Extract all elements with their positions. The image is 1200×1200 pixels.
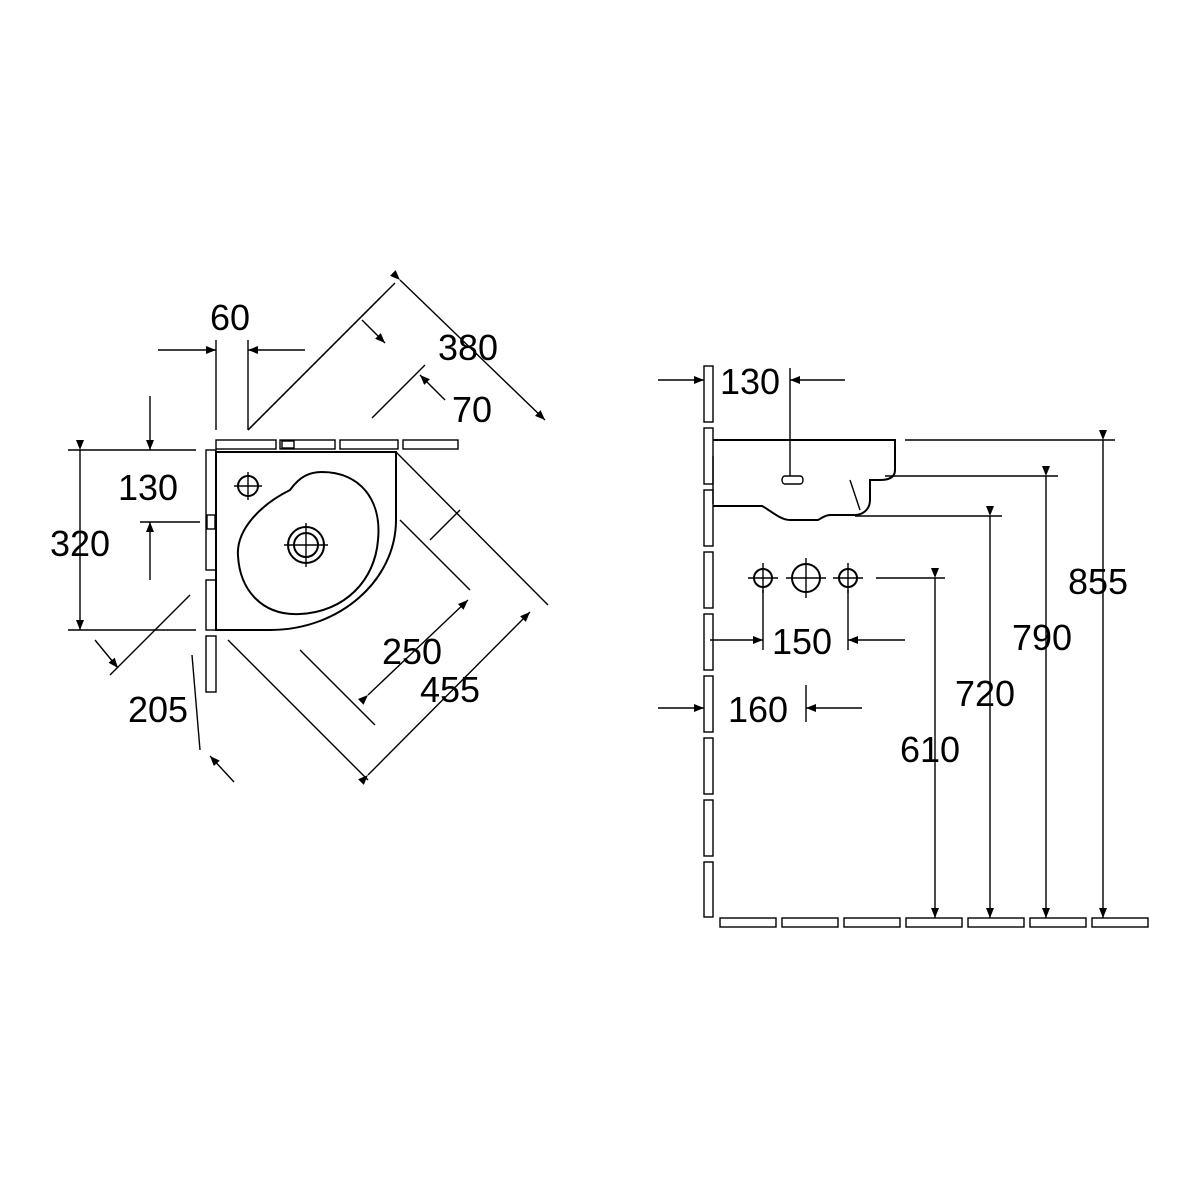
waste-hole-icon <box>786 558 826 598</box>
dim-610-label: 610 <box>900 729 960 770</box>
dimension-455: 455 <box>358 611 531 785</box>
dimension-205: 205 <box>94 639 235 783</box>
overflow-icon <box>781 475 804 485</box>
bowl-outline <box>236 470 380 616</box>
dimension-150: 150 <box>710 590 905 662</box>
basin-profile <box>713 439 896 521</box>
dim-130-label: 130 <box>118 467 178 508</box>
dimension-320: 320 <box>50 440 196 631</box>
dimension-130-side: 130 <box>658 361 845 476</box>
side-wall <box>703 365 714 918</box>
dim-150-label: 150 <box>772 621 832 662</box>
tap-hole-icon <box>234 472 262 500</box>
side-view: 130 150 160 610 720 <box>658 361 1149 928</box>
dim-160-label: 160 <box>728 689 788 730</box>
top-view: 60 380 70 130 320 25 <box>50 270 549 785</box>
dim-380-label: 380 <box>438 327 498 368</box>
dim-70-label: 70 <box>452 389 492 430</box>
dim-320-label: 320 <box>50 523 110 564</box>
dimension-70: 70 <box>361 319 492 430</box>
dim-130-side-label: 130 <box>720 361 780 402</box>
dim-205-label: 205 <box>128 689 188 730</box>
dimension-60: 60 <box>158 297 305 430</box>
supply-right-icon <box>833 563 863 593</box>
dim-855-label: 855 <box>1068 561 1128 602</box>
dimension-130-top: 130 <box>118 396 200 580</box>
supply-left-icon <box>748 563 778 593</box>
dim-790-label: 790 <box>1012 617 1072 658</box>
dimension-380: 380 <box>390 270 546 421</box>
side-floor <box>719 917 1149 928</box>
dimension-610: 610 <box>900 568 960 918</box>
dimension-720: 720 <box>955 506 1015 918</box>
dim-720-label: 720 <box>955 673 1015 714</box>
drain-icon <box>284 523 328 567</box>
dim-250-label: 250 <box>382 631 442 672</box>
dim-60-label: 60 <box>210 297 250 338</box>
dimension-160: 160 <box>658 685 862 730</box>
basin-outline <box>215 451 397 631</box>
extension-lines <box>109 282 549 781</box>
dimension-790: 790 <box>1012 466 1072 918</box>
dim-455-label: 455 <box>420 669 480 710</box>
dimension-855: 855 <box>1068 430 1128 918</box>
